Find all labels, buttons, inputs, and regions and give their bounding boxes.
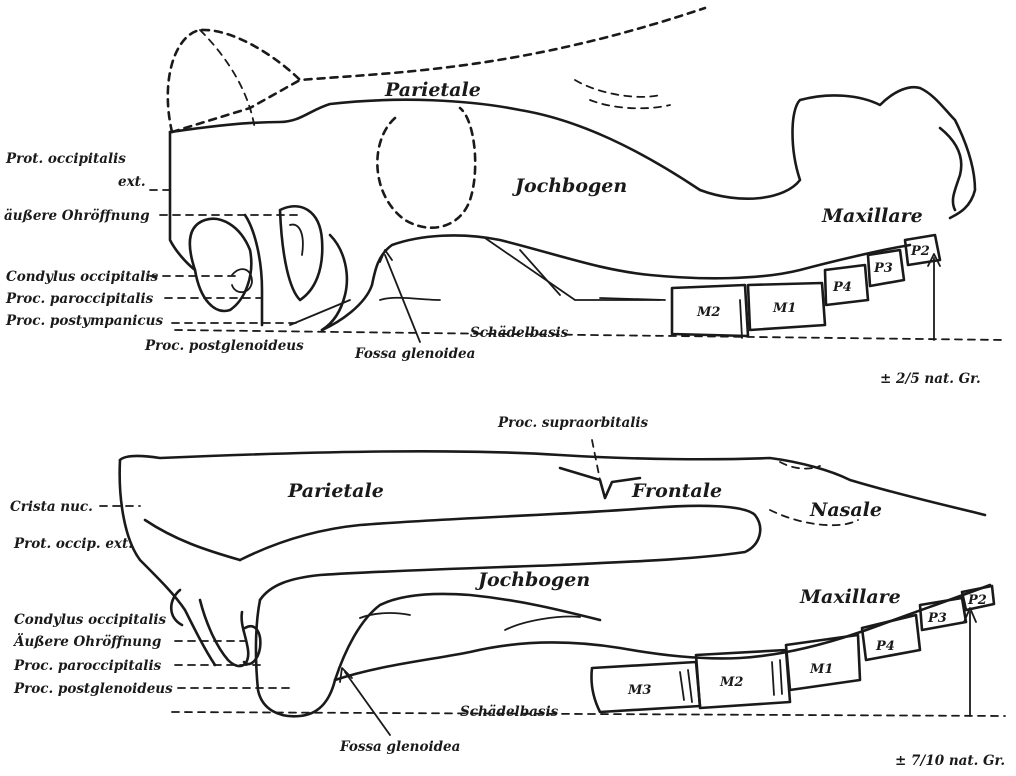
tooth-label-p3-top: P3 [873,261,893,276]
bottom-label-proc-supraorbitalis: Proc. supraorbitalis [497,415,649,431]
bottom-label-scale: ± 7/10 nat. Gr. [895,753,1005,769]
top-label-scale: ± 2/5 nat. Gr. [880,371,981,387]
tooth-label-m2-top: M2 [696,305,720,320]
bottom-label-prot-occip-ext: Prot. occip. ext. [13,536,133,552]
bottom-label-proc-postglenoideus: Proc. postglenoideus [13,681,173,697]
top-label-proc-paroccipitalis: Proc. paroccipitalis [5,291,154,307]
top-labels: Parietale Jochbogen Maxillare Prot. occi… [4,79,981,387]
bottom-label-condylus-occipitalis: Condylus occipitalis [14,612,166,628]
bottom-label-nasale: Nasale [809,499,882,521]
tooth-label-m1-top: M1 [772,301,796,316]
bottom-label-frontale: Frontale [631,480,722,502]
top-label-maxillare: Maxillare [821,205,923,227]
top-label-aussere-ohroffnung: äußere Ohröffnung [4,208,150,224]
bottom-label-schadelbasis: Schädelbasis [460,704,559,720]
bottom-label-aussere-ohroffnung: Äußere Ohröffnung [12,634,161,650]
top-label-prot-occipitalis-ext: ext. [118,174,146,190]
bottom-label-parietale: Parietale [287,480,384,502]
bottom-label-crista-nuc: Crista nuc. [10,499,93,515]
bottom-label-maxillare: Maxillare [799,586,901,608]
top-label-proc-postympanicus: Proc. postympanicus [5,313,163,329]
tooth-label-m3-bottom: M3 [627,683,651,698]
top-label-proc-postglenoideus: Proc. postglenoideus [144,338,304,354]
top-teeth [672,235,940,338]
tooth-label-m1-bottom: M1 [809,662,833,677]
bottom-label-jochbogen: Jochbogen [475,569,590,591]
tooth-label-p3-bottom: P3 [927,611,947,626]
top-label-schadelbasis: Schädelbasis [470,325,569,341]
tooth-label-m2-bottom: M2 [719,675,743,690]
tooth-label-p2-bottom: P2 [967,593,987,608]
bottom-label-fossa-glenoidea: Fossa glenoidea [339,739,460,755]
top-label-jochbogen: Jochbogen [512,175,627,197]
top-skull-outline [168,8,975,330]
bottom-label-proc-paroccipitalis: Proc. paroccipitalis [13,658,162,674]
top-label-parietale: Parietale [384,79,481,101]
tooth-label-p4-bottom: P4 [875,639,895,654]
top-label-fossa-glenoidea: Fossa glenoidea [354,346,475,362]
bottom-labels: Proc. supraorbitalis Parietale Frontale … [10,415,1005,769]
top-label-prot-occipitalis: Prot. occipitalis [5,151,126,167]
tooth-label-p2-top: P2 [910,244,930,259]
top-label-condylus-occipitalis: Condylus occipitalis [6,269,158,285]
tooth-label-p4-top: P4 [832,280,852,295]
